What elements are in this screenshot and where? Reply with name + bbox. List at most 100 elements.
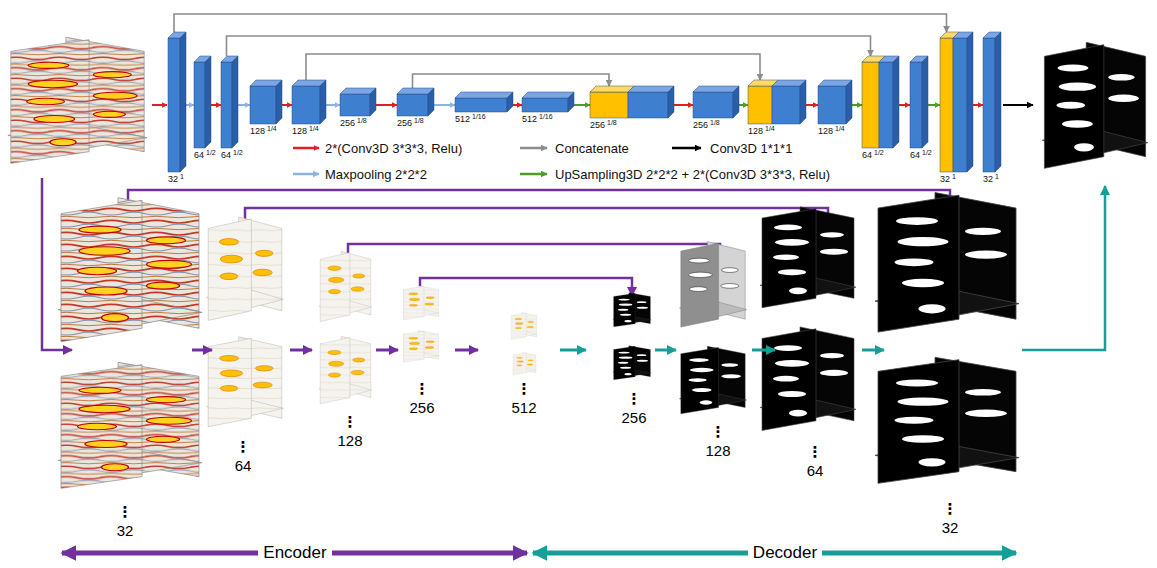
conv-block: 641/2 <box>910 56 928 148</box>
block-face <box>879 62 893 148</box>
conv-block: 5121/16 <box>455 92 513 112</box>
channel-count: 64 <box>910 151 920 160</box>
scale-label: 1/16 <box>539 113 553 120</box>
block-face <box>428 88 434 116</box>
skip-connection <box>413 74 610 88</box>
scale-label: 1/4 <box>835 125 845 132</box>
scale-label: 1/2 <box>233 149 243 156</box>
feature-map <box>207 337 284 427</box>
block-face <box>748 86 772 124</box>
flow-arrow <box>674 104 693 106</box>
ellipsis-mark: ⋮ <box>415 382 430 397</box>
scale-label: 1/4 <box>267 125 277 132</box>
block-shape <box>862 56 899 148</box>
scale-label: 1/16 <box>472 113 486 120</box>
input-arrow <box>152 104 167 106</box>
feature-map <box>403 331 439 363</box>
output-arrow <box>1003 104 1033 106</box>
block-face <box>455 98 507 112</box>
concat-block: 1281/4 <box>748 80 806 124</box>
conv-block: 641/2 <box>194 56 211 148</box>
block-face <box>370 88 376 116</box>
legend-text: Concatenate <box>555 142 629 155</box>
block-shape <box>590 86 674 118</box>
feature-map <box>58 198 202 342</box>
channel-label: 64 <box>235 458 252 473</box>
legend-text: UpSampling3D 2*2*2 + 2*(Conv3D 3*3*3, Re… <box>555 168 830 181</box>
block-face <box>205 56 211 148</box>
block-face <box>250 86 276 124</box>
block-face <box>846 80 852 124</box>
skip-connection <box>174 14 947 32</box>
channel-count: 64 <box>194 151 204 160</box>
conv-block: 321 <box>168 32 186 172</box>
ellipsis-mark: ⋮ <box>711 425 726 440</box>
block-face <box>221 62 232 148</box>
block-face <box>967 32 973 172</box>
block-shape <box>194 56 211 148</box>
block-shape <box>250 80 282 124</box>
block-face <box>194 62 205 148</box>
channel-label: 256 <box>409 400 434 415</box>
flow-arrow <box>928 104 940 106</box>
feature-map <box>58 362 202 488</box>
legend-arrow <box>520 173 547 176</box>
feature-map <box>875 193 1019 332</box>
feature-map <box>875 357 1019 483</box>
channel-count: 128 <box>748 127 763 136</box>
conv-block: 5121/16 <box>522 92 574 112</box>
block-face <box>893 56 899 148</box>
flow-arrow <box>186 104 194 106</box>
skip-connection <box>306 54 760 80</box>
block-face <box>772 86 800 124</box>
feature-map <box>760 207 856 308</box>
channel-count: 256 <box>693 121 708 130</box>
scale-label: 1/2 <box>206 149 216 156</box>
block-face <box>922 56 928 148</box>
flow-arrow <box>973 104 983 106</box>
feature-map <box>513 352 537 375</box>
output-mask-volume <box>1042 42 1148 168</box>
block-face <box>522 98 568 112</box>
feature-map <box>679 346 746 414</box>
feature-map <box>207 217 284 320</box>
scale-label: 1/8 <box>710 119 720 126</box>
block-face <box>397 88 434 94</box>
block-shape <box>818 80 852 124</box>
flow-arrow <box>326 104 340 106</box>
conv-block: 641/2 <box>221 56 238 148</box>
legend-text: 2*(Conv3D 3*3*3, Relu) <box>325 142 462 155</box>
input-to-encoder-arrow <box>42 178 72 350</box>
block-face <box>397 94 428 116</box>
channel-count: 256 <box>590 121 605 130</box>
block-face <box>910 62 922 148</box>
channel-count: 64 <box>862 151 872 160</box>
feature-map <box>679 242 746 328</box>
legend-arrow <box>293 147 319 150</box>
legend-arrow <box>293 173 319 176</box>
block-face <box>455 92 513 98</box>
scale-label: 1/8 <box>414 117 424 124</box>
channel-label: 32 <box>942 520 959 535</box>
block-shape <box>748 80 806 124</box>
channel-count: 128 <box>292 127 307 136</box>
block-shape <box>940 32 973 172</box>
conv-block: 1281/4 <box>292 80 326 124</box>
channel-label: 128 <box>337 433 362 448</box>
concat-block: 641/2 <box>862 56 899 148</box>
scale-label: 1 <box>995 173 999 180</box>
channel-count: 128 <box>250 127 265 136</box>
block-face <box>568 92 574 112</box>
scale-label: 1 <box>180 173 184 180</box>
feature-map <box>760 327 856 431</box>
block-face <box>522 92 574 98</box>
section-label: Decoder <box>748 544 822 561</box>
scale-label: 1 <box>952 173 956 180</box>
feature-map <box>403 286 439 320</box>
scale-label: 1/8 <box>357 117 367 124</box>
channel-count: 32 <box>983 175 993 184</box>
block-shape <box>693 86 739 118</box>
concat-block: 321 <box>940 32 973 172</box>
block-face <box>668 86 674 118</box>
block-face <box>733 86 739 118</box>
